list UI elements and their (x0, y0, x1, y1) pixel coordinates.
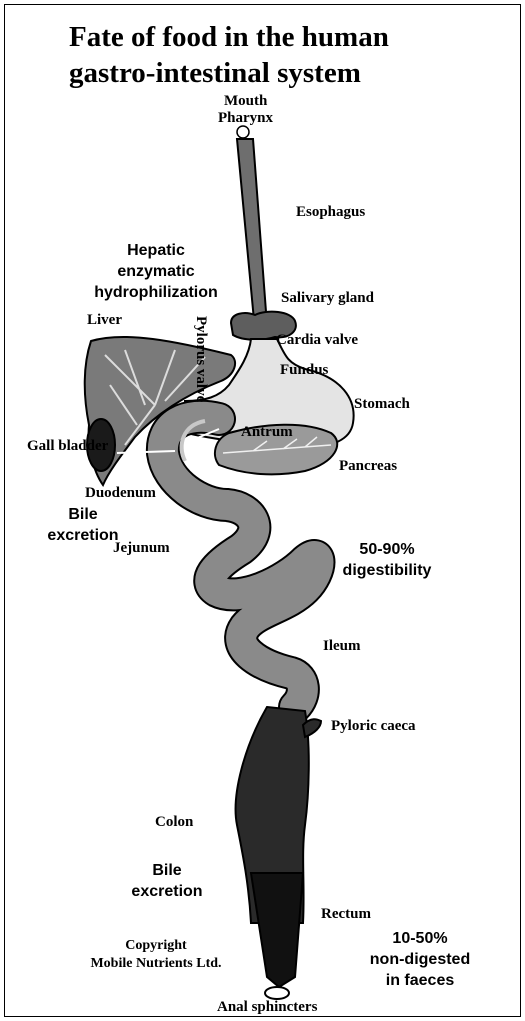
note-digest-line-1: 50-90% (327, 540, 447, 561)
note-bile-excretion-top: Bile excretion (37, 505, 129, 547)
note-hepatic-line-3: hydrophilization (81, 283, 231, 304)
pharynx-ring (237, 126, 249, 138)
label-duodenum: Duodenum (85, 486, 156, 501)
title-line-2: gastro-intestinal system (69, 59, 361, 88)
label-liver: Liver (87, 313, 122, 328)
note-faeces: 10-50% non-digested in faeces (355, 929, 485, 991)
label-pharynx: Pharynx (218, 111, 273, 126)
note-hepatic: Hepatic enzymatic hydrophilization (81, 241, 231, 303)
note-bile-bottom-line-2: excretion (121, 882, 213, 903)
title-line-1: Fate of food in the human (69, 23, 389, 52)
note-faeces-line-1: 10-50% (355, 929, 485, 950)
label-cardia-valve: Cardia valve (276, 333, 358, 348)
note-digestibility: 50-90% digestibility (327, 540, 447, 582)
diagram-frame: Fate of food in the human gastro-intesti… (4, 4, 521, 1017)
label-stomach: Stomach (354, 397, 410, 412)
label-fundus: Fundus (280, 363, 328, 378)
label-pyloric-caeca: Pyloric caeca (331, 719, 416, 734)
label-pylorus-valve: Pylorus valve (193, 316, 208, 402)
note-hepatic-line-1: Hepatic (81, 241, 231, 262)
note-hepatic-line-2: enzymatic (81, 262, 231, 283)
copyright-line-2: Mobile Nutrients Ltd. (81, 955, 231, 973)
label-pancreas: Pancreas (339, 459, 397, 474)
note-bile-bottom-line-1: Bile (121, 861, 213, 882)
label-anal-sphincters: Anal sphincters (217, 1000, 317, 1015)
label-gall-bladder: Gall bladder (27, 439, 108, 454)
pyloric-caeca-shape (303, 719, 321, 737)
note-digest-line-2: digestibility (327, 561, 447, 582)
note-bile-top-line-2: excretion (37, 526, 129, 547)
label-antrum: Antrum (241, 425, 293, 440)
copyright-line-1: Copyright (81, 937, 231, 955)
note-faeces-line-2: non-digested (355, 950, 485, 971)
label-ileum: Ileum (323, 639, 361, 654)
label-mouth: Mouth (224, 94, 267, 109)
note-bile-excretion-bottom: Bile excretion (121, 861, 213, 903)
esophagus-shape (237, 139, 267, 331)
label-salivary-gland: Salivary gland (281, 291, 374, 306)
note-bile-top-line-1: Bile (37, 505, 129, 526)
note-faeces-line-3: in faeces (355, 971, 485, 992)
rectum-shape (251, 873, 303, 987)
anal-sphincter-shape (265, 987, 289, 999)
label-colon: Colon (155, 815, 193, 830)
label-rectum: Rectum (321, 907, 371, 922)
copyright-notice: Copyright Mobile Nutrients Ltd. (81, 937, 231, 972)
label-esophagus: Esophagus (296, 205, 365, 220)
